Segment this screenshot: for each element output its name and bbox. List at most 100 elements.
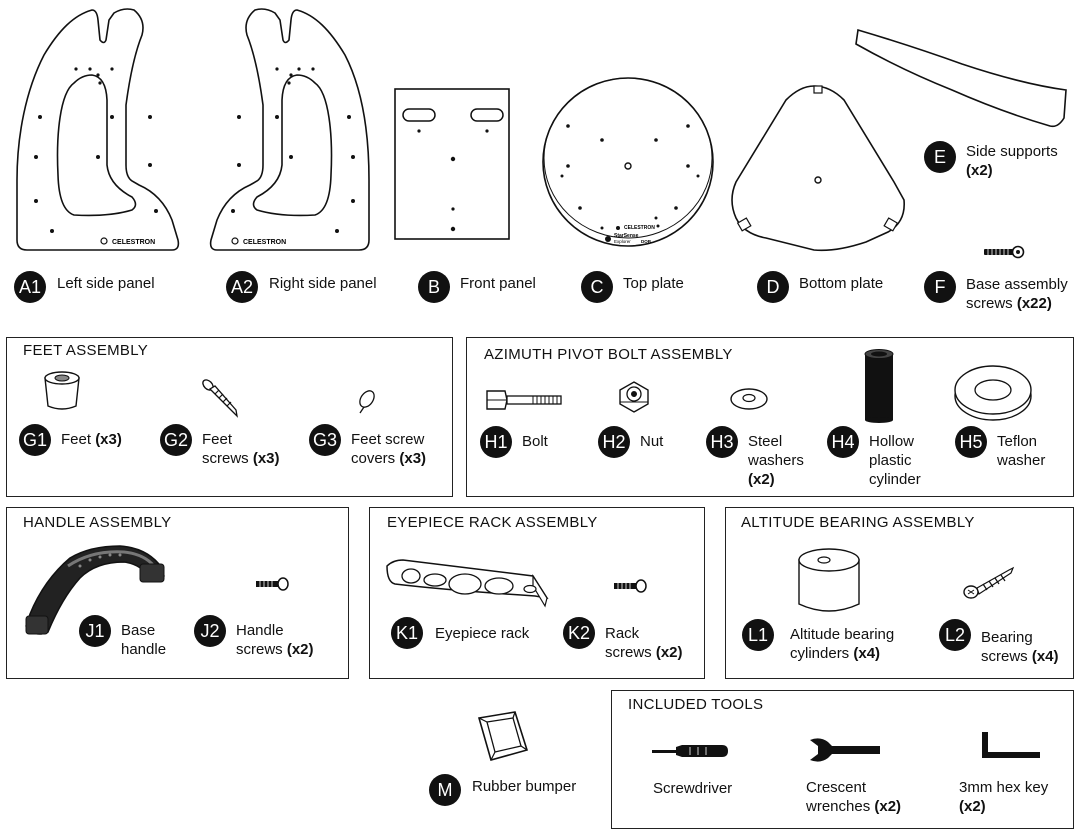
g2-qty: (x3) bbox=[252, 450, 280, 467]
b-label: Front panel bbox=[460, 275, 536, 292]
wrench-qty: (x2) bbox=[874, 798, 902, 815]
bearing-screw-illustration bbox=[963, 566, 1015, 599]
f-qty: (x22) bbox=[1016, 295, 1052, 312]
c-label: Top plate bbox=[623, 275, 684, 292]
l2-badge: L2 bbox=[939, 619, 971, 651]
b-badge: B bbox=[418, 271, 450, 303]
j2-name-1: Handle bbox=[236, 622, 284, 639]
h3-name-2: washers bbox=[748, 452, 804, 469]
d-label: Bottom plate bbox=[799, 275, 884, 292]
e-name: Side supports bbox=[966, 143, 1058, 160]
l2-name-1: Bearing bbox=[981, 629, 1033, 646]
j2-badge: J2 bbox=[194, 615, 226, 647]
hexkey-qty: (x2) bbox=[959, 798, 986, 815]
a2-label: Right side panel bbox=[269, 275, 377, 292]
rack-screw-illustration bbox=[614, 579, 647, 593]
azimuth-assembly-box bbox=[466, 337, 1074, 497]
h4-name-3: cylinder bbox=[869, 471, 921, 488]
k2-name-2: screws bbox=[605, 644, 652, 661]
eyepiece-assembly-box bbox=[369, 507, 705, 679]
e-label: Side supports (x2) bbox=[966, 142, 1058, 180]
g2-name-2: screws bbox=[202, 450, 249, 467]
h4-badge: H4 bbox=[827, 426, 859, 458]
l2-qty: (x4) bbox=[1031, 648, 1059, 665]
feet-screw-illustration bbox=[202, 379, 238, 418]
g3-badge: G3 bbox=[309, 424, 341, 456]
a1-label: Left side panel bbox=[57, 275, 155, 292]
bottom-plate-illustration bbox=[731, 85, 905, 252]
j1-badge: J1 bbox=[79, 615, 111, 647]
k2-qty: (x2) bbox=[655, 644, 683, 661]
g2-label: Feet screws (x3) bbox=[202, 430, 280, 468]
g3-qty: (x3) bbox=[399, 450, 427, 467]
eyepiece-rack-illustration bbox=[386, 559, 549, 608]
feet-assembly-title: FEET ASSEMBLY bbox=[23, 342, 149, 359]
l1-qty: (x4) bbox=[853, 645, 881, 662]
c-model: DOB bbox=[641, 239, 652, 244]
bolt-illustration bbox=[486, 390, 562, 410]
l1-badge: L1 bbox=[742, 619, 774, 651]
handle-screw-illustration bbox=[256, 577, 289, 591]
side-supports-illustration bbox=[855, 28, 1067, 128]
included-tools-title: INCLUDED TOOLS bbox=[628, 696, 764, 713]
f-label: Base assembly screws (x22) bbox=[966, 275, 1068, 313]
h3-name-1: Steel bbox=[748, 433, 783, 450]
feet-assembly-box bbox=[6, 337, 453, 497]
base-handle-illustration bbox=[25, 545, 165, 635]
c-product-logo: StarSense bbox=[614, 233, 639, 239]
rubber-bumper-illustration bbox=[477, 711, 529, 761]
hexkey-label: 3mm hex key (x2) bbox=[959, 778, 1048, 816]
altitude-assembly-box bbox=[725, 507, 1074, 679]
k1-label: Eyepiece rack bbox=[435, 625, 530, 642]
c-model-line: Explorer bbox=[614, 239, 631, 244]
c-badge: C bbox=[581, 271, 613, 303]
screwdriver-label: Screwdriver bbox=[653, 780, 733, 797]
hollow-cylinder-illustration bbox=[864, 349, 894, 423]
d-badge: D bbox=[757, 271, 789, 303]
hex-key-icon bbox=[982, 732, 1040, 758]
a1-brand-logo: CELESTRON bbox=[112, 239, 155, 246]
h2-badge: H2 bbox=[598, 426, 630, 458]
h2-label: Nut bbox=[640, 433, 664, 450]
k2-label: Rack screws (x2) bbox=[605, 624, 683, 662]
j2-label: Handle screws (x2) bbox=[236, 621, 314, 659]
m-badge: M bbox=[429, 774, 461, 806]
l1-label: Altitude bearing cylinders (x4) bbox=[790, 625, 894, 663]
e-qty: (x2) bbox=[966, 162, 993, 179]
h5-name-1: Teflon bbox=[997, 433, 1038, 450]
a1-badge: A1 bbox=[14, 271, 46, 303]
g1-qty: (x3) bbox=[95, 431, 122, 448]
j2-qty: (x2) bbox=[286, 641, 314, 658]
k1-badge: K1 bbox=[391, 617, 423, 649]
h3-badge: H3 bbox=[706, 426, 738, 458]
crescent-wrench-icon bbox=[810, 738, 880, 762]
l2-name-2: screws bbox=[981, 648, 1028, 665]
l2-label: Bearing screws (x4) bbox=[981, 628, 1059, 666]
h4-name-1: Hollow bbox=[869, 433, 915, 450]
m-label: Rubber bumper bbox=[472, 778, 577, 795]
steel-washer-illustration bbox=[730, 388, 768, 410]
base-screw-illustration bbox=[984, 245, 1025, 259]
g3-name-2: covers bbox=[351, 450, 396, 467]
wrench-name-1: Crescent bbox=[806, 779, 867, 796]
right-side-panel-illustration: CELESTRON bbox=[209, 8, 370, 251]
a2-badge: A2 bbox=[226, 271, 258, 303]
g2-badge: G2 bbox=[160, 424, 192, 456]
g3-label: Feet screw covers (x3) bbox=[351, 430, 426, 468]
included-tools-box bbox=[611, 690, 1074, 829]
j1-label: Base handle bbox=[121, 621, 166, 659]
h3-qty: (x2) bbox=[748, 471, 775, 488]
hexkey-name: 3mm hex key bbox=[959, 779, 1049, 796]
altitude-cylinder-illustration bbox=[798, 548, 860, 612]
g1-label: Feet (x3) bbox=[61, 430, 122, 449]
j1-name-2: handle bbox=[121, 641, 167, 658]
h5-badge: H5 bbox=[955, 426, 987, 458]
c-brand-logo: CELESTRON bbox=[624, 225, 655, 231]
front-panel-illustration bbox=[394, 88, 510, 240]
h5-name-2: washer bbox=[997, 452, 1046, 469]
f-name-2: screws bbox=[966, 295, 1013, 312]
j1-name-1: Base bbox=[121, 622, 156, 639]
h3-label: Steel washers (x2) bbox=[748, 432, 804, 489]
foot-illustration bbox=[44, 371, 80, 410]
k2-name-1: Rack bbox=[605, 625, 640, 642]
